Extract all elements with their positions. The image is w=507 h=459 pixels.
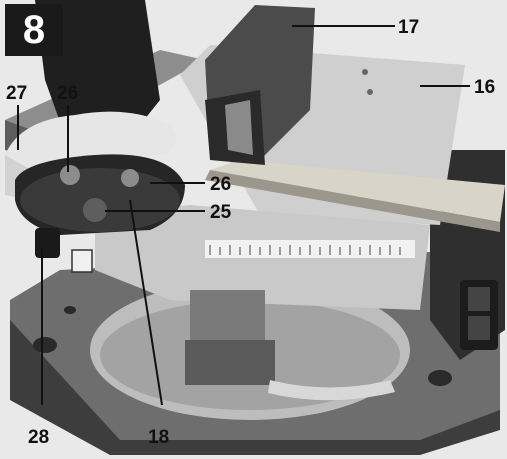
- callout-28: 28: [28, 427, 50, 448]
- callout-25: 25: [210, 202, 232, 223]
- callout-17: 17: [398, 17, 420, 38]
- callout-26-upper: 26: [57, 83, 79, 104]
- callout-26-lower: 26: [210, 174, 232, 195]
- figure-number: 8: [5, 4, 63, 56]
- callout-16: 16: [474, 77, 496, 98]
- callout-18: 18: [148, 427, 170, 448]
- callout-27: 27: [6, 83, 28, 104]
